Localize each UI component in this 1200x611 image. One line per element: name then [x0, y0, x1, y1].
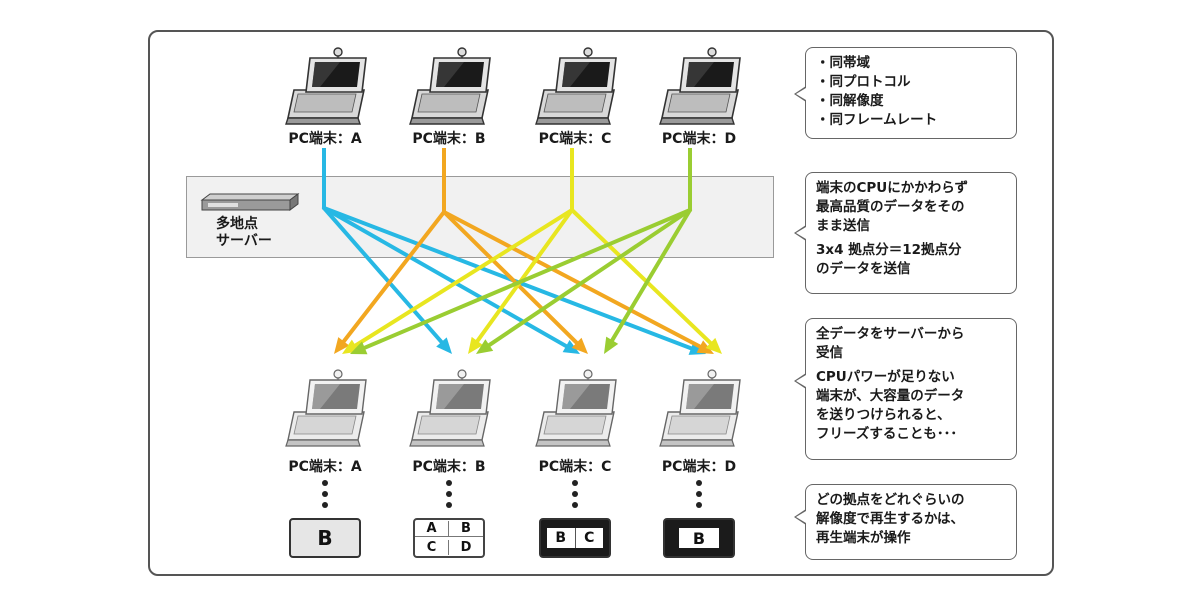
flow-arrow-b-to-d — [442, 210, 706, 351]
screen-layout-c: B C — [539, 518, 611, 558]
flow-arrowhead-c-to-b — [468, 336, 484, 354]
flow-arrow-a-to-b — [322, 206, 447, 347]
note-2-tail — [794, 225, 806, 241]
flow-arrowhead-d-to-a — [350, 341, 368, 355]
flow-arrowhead-b-to-d — [696, 340, 714, 354]
note-2-line-4: のデータを送信 — [816, 261, 911, 277]
note-playback-control: どの拠点をどれぐらいの 解像度で再生するかは、 再生端末が操作 — [794, 484, 1017, 560]
note-server-send: 端末のCPUにかかわらず 最高品質のデータをその まま送信 3x4 拠点分＝12… — [794, 172, 1017, 294]
bottom-pc-label-d: PC端末：D — [661, 459, 737, 475]
note-3-line-4: を送りつけられると、 — [816, 407, 951, 423]
note-2-line-3: 3x4 拠点分＝12拠点分 — [816, 242, 962, 258]
note-2-line-1: 最高品質のデータをその — [816, 199, 965, 215]
laptop-top-d-icon — [659, 47, 741, 125]
flow-arrow-b-to-c — [442, 210, 582, 348]
note-1-line-2: ・同解像度 — [816, 93, 884, 109]
note-4-line-1: 解像度で再生するかは、 — [816, 511, 964, 527]
top-pc-label-d: PC端末：D — [661, 131, 737, 147]
screen-b-cell-3: D — [460, 539, 472, 555]
ellipsis-c — [565, 480, 585, 513]
laptop-top-b-icon — [409, 47, 491, 125]
flow-arrow-d-to-b — [483, 208, 692, 350]
screen-layout-b: A B C D — [413, 518, 485, 558]
note-1-line-3: ・同フレームレート — [816, 112, 938, 128]
flow-arrowhead-a-to-b — [436, 337, 452, 354]
flow-arrowhead-d-to-c — [604, 336, 619, 354]
flow-arrow-c-to-b — [473, 208, 574, 347]
note-1-line-0: ・同帯域 — [816, 55, 870, 71]
screen-b-cell-1: B — [449, 521, 483, 537]
screen-d-cell-0: B — [679, 528, 719, 548]
flow-arrowhead-c-to-d — [705, 337, 722, 354]
ellipsis-a — [315, 480, 335, 513]
note-4-line-0: どの拠点をどれぐらいの — [816, 492, 965, 508]
server-rack-icon — [200, 193, 300, 211]
note-1-tail — [794, 86, 806, 102]
screen-b-cell-0: A — [415, 521, 449, 537]
note-4-tail — [794, 509, 806, 525]
laptop-bottom-d-icon — [659, 369, 741, 447]
bottom-pc-label-b: PC端末：B — [412, 459, 486, 475]
note-3-line-2: CPUパワーが足りない — [816, 369, 955, 385]
note-3-line-3: 端末が、大容量のデータ — [816, 388, 965, 404]
top-pc-label-b: PC端末：B — [412, 131, 486, 147]
laptop-bottom-c-icon — [535, 369, 617, 447]
laptop-top-c-icon — [535, 47, 617, 125]
note-1-line-1: ・同プロトコル — [816, 74, 911, 90]
flow-arrow-b-to-a — [339, 210, 446, 347]
note-3-line-1: 受信 — [816, 345, 843, 361]
screen-a-cell-0: B — [317, 526, 333, 550]
flow-arrowhead-d-to-b — [476, 339, 494, 354]
server-label: 多地点 サーバー — [216, 216, 272, 250]
laptop-bottom-b-icon — [409, 369, 491, 447]
note-2-line-2: まま送信 — [816, 218, 870, 234]
laptop-top-a-icon — [285, 47, 367, 125]
flow-arrowhead-b-to-c — [571, 337, 588, 354]
screen-c-cell-1: C — [575, 528, 603, 548]
flow-arrowhead-a-to-c — [562, 339, 580, 354]
screen-b-cell-2: C — [415, 539, 449, 555]
note-client-receive: 全データをサーバーから 受信 CPUパワーが足りない 端末が、大容量のデータ を… — [794, 318, 1017, 460]
flow-arrow-c-to-a — [350, 208, 574, 350]
laptop-bottom-a-icon — [285, 369, 367, 447]
bottom-pc-label-c: PC端末：C — [538, 459, 612, 475]
flow-arrow-d-to-c — [608, 208, 692, 346]
bottom-pc-label-a: PC端末：A — [288, 459, 362, 475]
screen-layout-d: B — [663, 518, 735, 558]
flow-arrow-c-to-d — [570, 208, 716, 348]
server-label-line1: 多地点 — [216, 216, 258, 232]
note-3-line-0: 全データをサーバーから — [816, 326, 965, 342]
server-label-line2: サーバー — [216, 233, 272, 249]
ellipsis-d — [689, 480, 709, 513]
data-flow-arrows — [322, 148, 722, 355]
ellipsis-b — [439, 480, 459, 513]
top-pc-label-a: PC端末：A — [288, 131, 362, 147]
screen-layout-a: B — [289, 518, 361, 558]
note-uniform-settings: ・同帯域 ・同プロトコル ・同解像度 ・同フレームレート — [794, 47, 1017, 139]
note-2-line-0: 端末のCPUにかかわらず — [816, 180, 968, 196]
top-pc-label-c: PC端末：C — [538, 131, 612, 147]
flow-arrowhead-b-to-a — [334, 337, 350, 354]
note-3-line-5: フリーズすることも･･･ — [816, 426, 958, 442]
flow-arrow-a-to-c — [322, 206, 572, 351]
screen-c-cell-0: B — [547, 528, 576, 548]
note-3-tail — [794, 373, 806, 389]
flow-arrow-d-to-a — [359, 208, 692, 352]
note-4-line-2: 再生端末が操作 — [816, 530, 911, 546]
